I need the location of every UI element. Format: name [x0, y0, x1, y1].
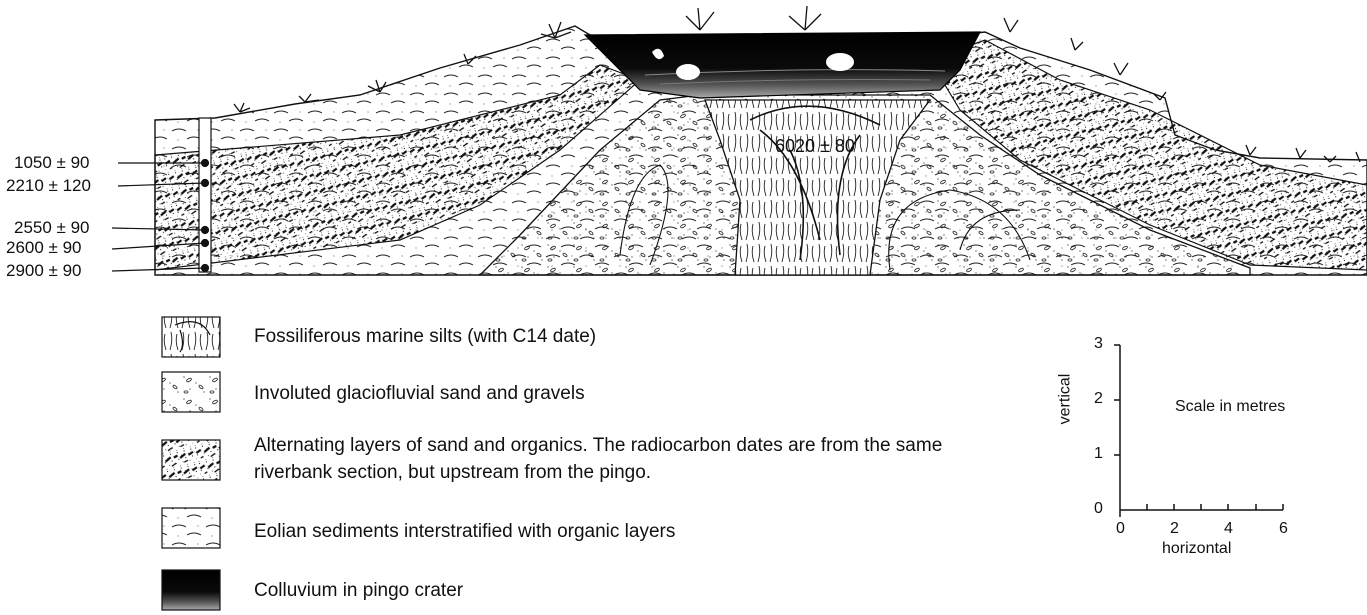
horizontal-axis-label: horizontal: [1162, 540, 1231, 558]
legend-swatch-glacio: [162, 372, 220, 412]
legend-text-marine: Fossiliferous marine silts (with C14 dat…: [254, 323, 1054, 350]
vertical-tick-3: 3: [1094, 335, 1103, 353]
drill-core: [199, 118, 211, 272]
core-date-3: 2550 ± 90: [14, 218, 90, 238]
vertical-tick-2: 2: [1094, 390, 1103, 408]
legend-text-alternating: Alternating layers of sand and organics.…: [254, 432, 1014, 486]
horizontal-tick-0: 0: [1116, 520, 1125, 538]
vertical-tick-1: 1: [1094, 445, 1103, 463]
core-date-1: 1050 ± 90: [14, 153, 90, 173]
scale-title: Scale in metres: [1175, 398, 1285, 416]
legend-swatch-eolian: [162, 508, 220, 548]
legend-text-eolian: Eolian sediments interstratified with or…: [254, 518, 1054, 545]
legend-swatch-marine: [162, 317, 220, 357]
core-date-5: 2900 ± 90: [6, 261, 82, 281]
horizontal-tick-6: 6: [1279, 520, 1288, 538]
legend-swatch-colluvium: [162, 570, 220, 610]
horizontal-tick-4: 4: [1224, 520, 1233, 538]
core-date-2: 2210 ± 120: [6, 176, 91, 196]
horizontal-tick-2: 2: [1170, 520, 1179, 538]
scale-axes: [1114, 345, 1283, 517]
legend-swatch-alternating: [162, 440, 220, 480]
legend-text-colluvium: Colluvium in pingo crater: [254, 577, 1054, 604]
legend-text-glacio: Involuted glaciofluvial sand and gravels: [254, 380, 1054, 407]
crater-date: 6020 ± 80: [775, 136, 855, 157]
vertical-tick-0: 0: [1094, 500, 1103, 518]
core-date-4: 2600 ± 90: [6, 238, 82, 258]
colluvium-crater: [585, 32, 980, 98]
vertical-axis-label: vertical: [1056, 374, 1074, 425]
